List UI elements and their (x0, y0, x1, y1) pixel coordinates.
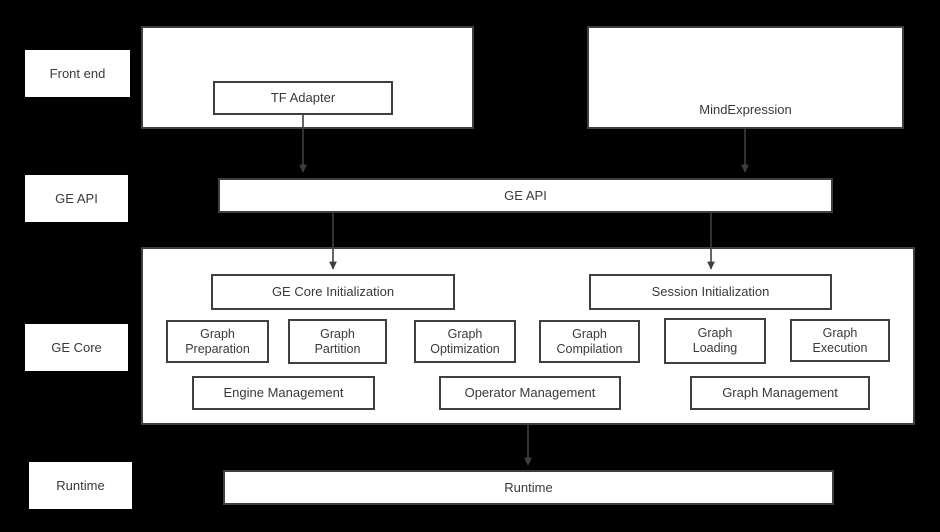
runtime-bar-label: Runtime (504, 479, 553, 495)
graph-management-label: Graph Management (722, 385, 838, 401)
graph-loading-box[interactable]: Graph Loading (664, 318, 766, 364)
session-initialization-box[interactable]: Session Initialization (589, 274, 832, 310)
graph-compilation-box[interactable]: Graph Compilation (539, 320, 640, 363)
ge-api-bar[interactable]: GE API (218, 178, 833, 213)
ge-api-bar-label: GE API (504, 187, 547, 203)
graph-management-box[interactable]: Graph Management (690, 376, 870, 410)
layer-label-runtime-text: Runtime (56, 477, 105, 493)
graph-optimization-label: Graph Optimization (430, 326, 500, 356)
operator-management-box[interactable]: Operator Management (439, 376, 621, 410)
graph-compilation-label: Graph Compilation (556, 326, 623, 356)
graph-partition-box[interactable]: Graph Partition (288, 319, 387, 364)
ge-core-initialization-label: GE Core Initialization (271, 284, 395, 300)
graph-preparation-box[interactable]: Graph Preparation (166, 320, 269, 363)
graph-preparation-label: Graph Preparation (185, 326, 250, 356)
operator-management-label: Operator Management (464, 385, 596, 401)
session-initialization-label: Session Initialization (651, 284, 770, 300)
graph-optimization-box[interactable]: Graph Optimization (414, 320, 516, 363)
engine-management-box[interactable]: Engine Management (192, 376, 375, 410)
layer-label-ge-core-text: GE Core (51, 339, 102, 355)
graph-execution-box[interactable]: Graph Execution (790, 319, 890, 362)
tf-adapter-box[interactable]: TF Adapter (213, 81, 393, 115)
graph-execution-label: Graph Execution (812, 325, 868, 355)
mindexpression-title: MindExpression (699, 102, 792, 117)
graph-loading-label: Graph Loading (692, 326, 738, 355)
layer-label-runtime: Runtime (29, 462, 132, 509)
graph-partition-label: Graph Partition (314, 326, 361, 356)
layer-label-ge-api: GE API (25, 175, 128, 222)
layer-label-ge-core: GE Core (25, 324, 128, 371)
layer-label-ge-api-text: GE API (55, 190, 98, 206)
mindexpression-panel[interactable]: MindExpression (587, 26, 904, 129)
engine-management-label: Engine Management (223, 385, 344, 401)
layer-label-front-end-text: Front end (49, 65, 106, 81)
ge-core-initialization-box[interactable]: GE Core Initialization (211, 274, 455, 310)
tf-adapter-label: TF Adapter (270, 90, 336, 106)
runtime-bar[interactable]: Runtime (223, 470, 834, 505)
layer-label-front-end: Front end (25, 50, 130, 97)
